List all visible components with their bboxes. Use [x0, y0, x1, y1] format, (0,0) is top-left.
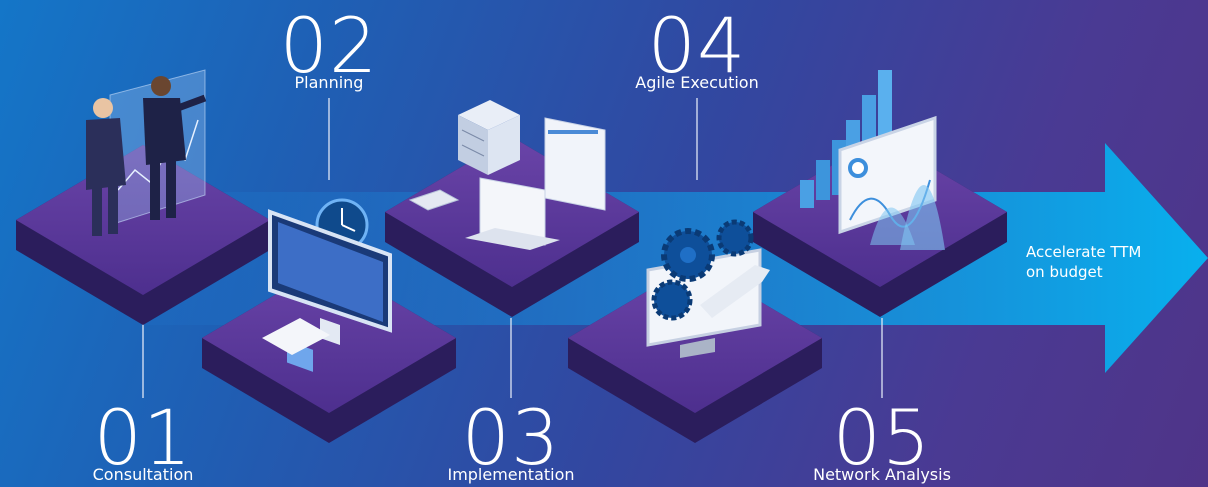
step-2-number: 02 [279, 1, 379, 90]
consultation-illustration [86, 69, 207, 236]
step-5-number: 05 [832, 393, 932, 482]
step-3-number: 03 [461, 393, 561, 482]
analysis-illustration [800, 70, 945, 250]
step-4-number: 04 [647, 1, 747, 90]
arrow-caption-line-2: on budget [1026, 263, 1103, 281]
step-5-label: Network Analysis [813, 465, 951, 484]
step-4-label: Agile Execution [635, 73, 759, 92]
step-2-label: Planning [294, 73, 364, 92]
step-3-label: Implementation [447, 465, 575, 484]
planning-illustration [262, 198, 392, 372]
step-1-label: Consultation [92, 465, 194, 484]
implementation-illustration [408, 100, 606, 250]
connector-lines [142, 98, 883, 398]
step-1-number: 01 [93, 393, 193, 482]
platform-1 [16, 145, 270, 325]
arrow-caption-line-1: Accelerate TTM [1026, 243, 1142, 261]
arrow-caption: Accelerate TTM on budget [1026, 242, 1141, 282]
execution-illustration [646, 219, 770, 358]
